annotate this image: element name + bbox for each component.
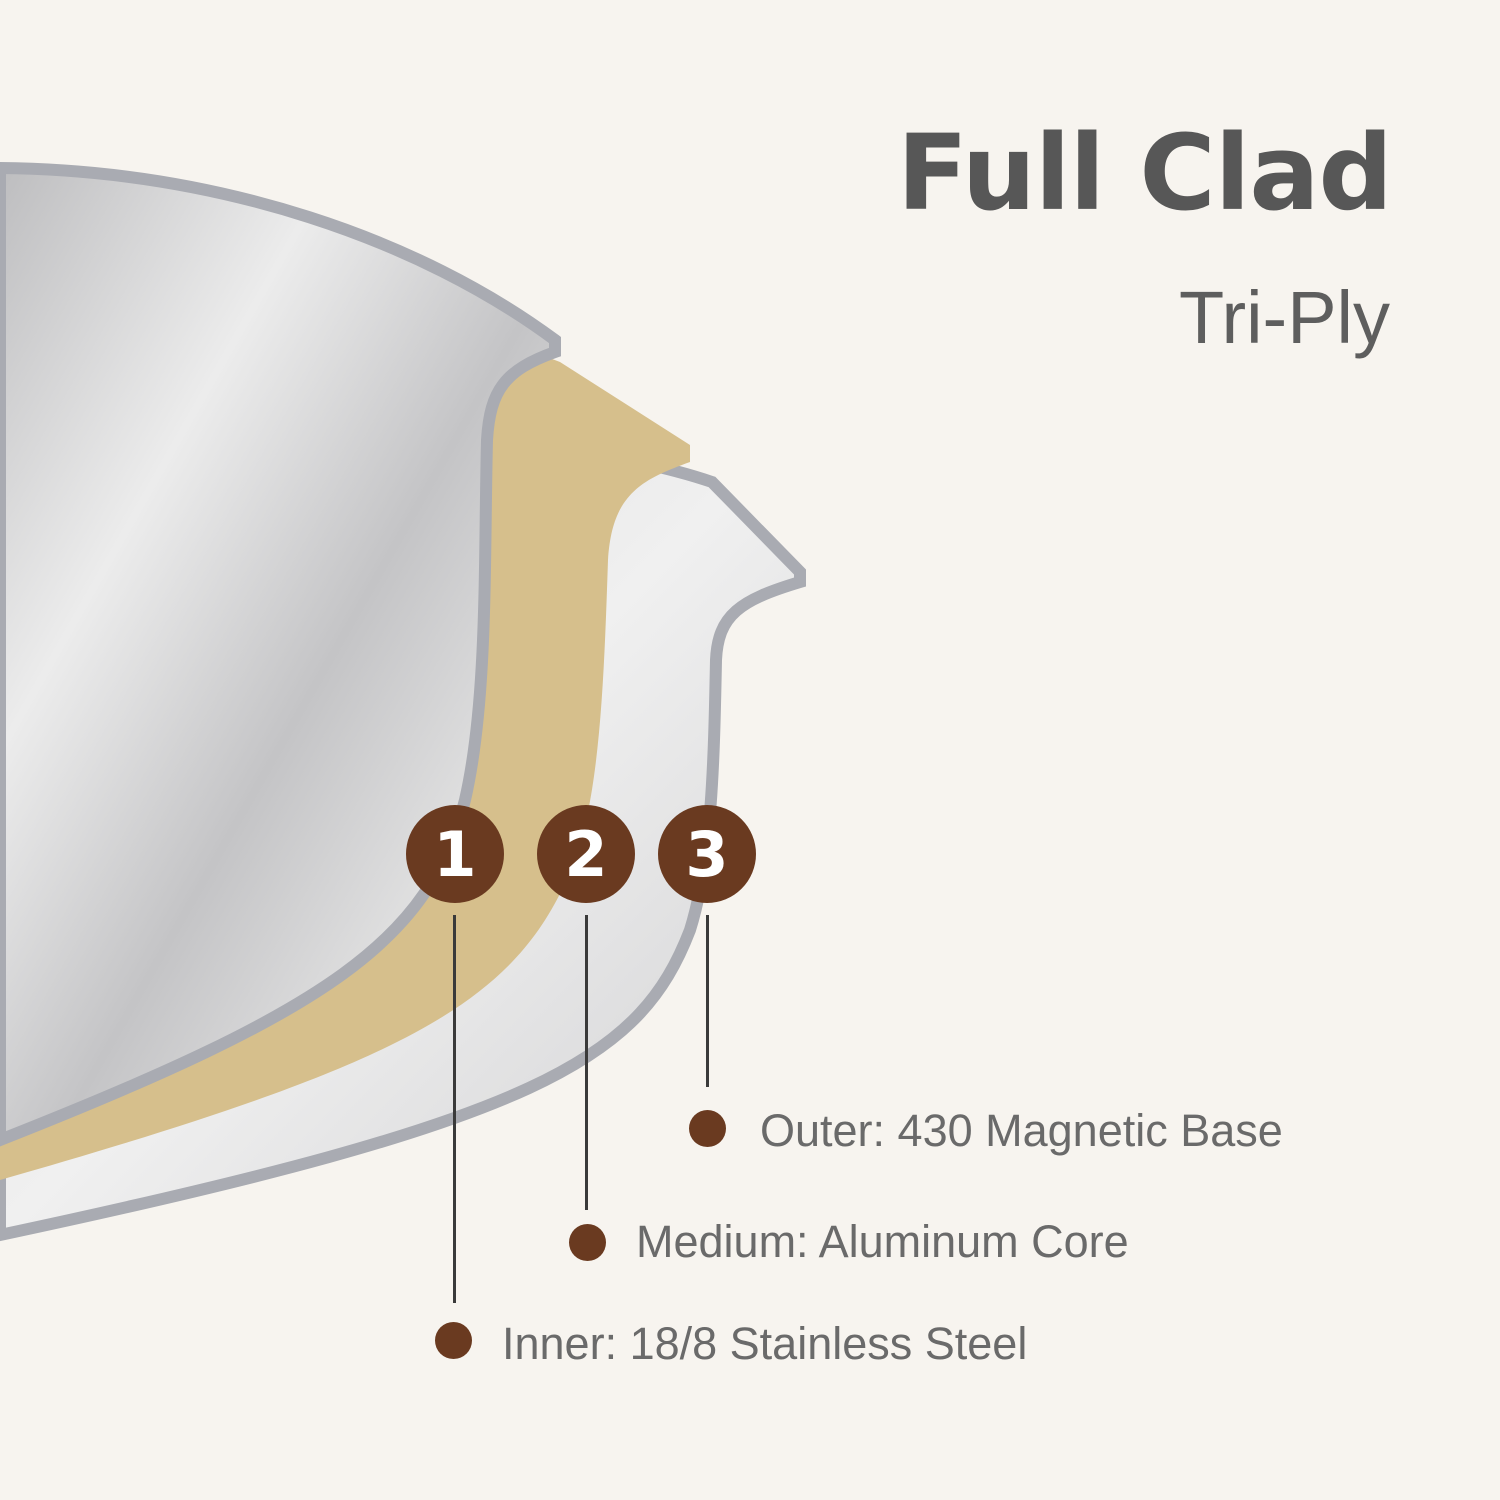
layer-1-bullet: [435, 1322, 472, 1359]
layer-3-badge: 3: [658, 805, 756, 903]
layer-2-bullet: [569, 1224, 606, 1261]
layer-2-leader-line: [585, 915, 588, 1210]
layer-2-badge: 2: [537, 805, 635, 903]
page-subtitle: Tri-Ply: [1179, 276, 1390, 359]
layer-1-leader-line: [453, 915, 456, 1303]
layer-1-label: Inner: 18/8 Stainless Steel: [502, 1318, 1028, 1369]
layer-3-bullet: [689, 1110, 726, 1147]
layer-3-label: Outer: 430 Magnetic Base: [760, 1105, 1283, 1156]
layer-2-label: Medium: Aluminum Core: [636, 1216, 1129, 1267]
layer-3-leader-line: [706, 915, 709, 1087]
layer-1-badge: 1: [406, 805, 504, 903]
inner-layer-shape: [0, 161, 561, 1147]
page-title: Full Clad: [896, 112, 1393, 234]
